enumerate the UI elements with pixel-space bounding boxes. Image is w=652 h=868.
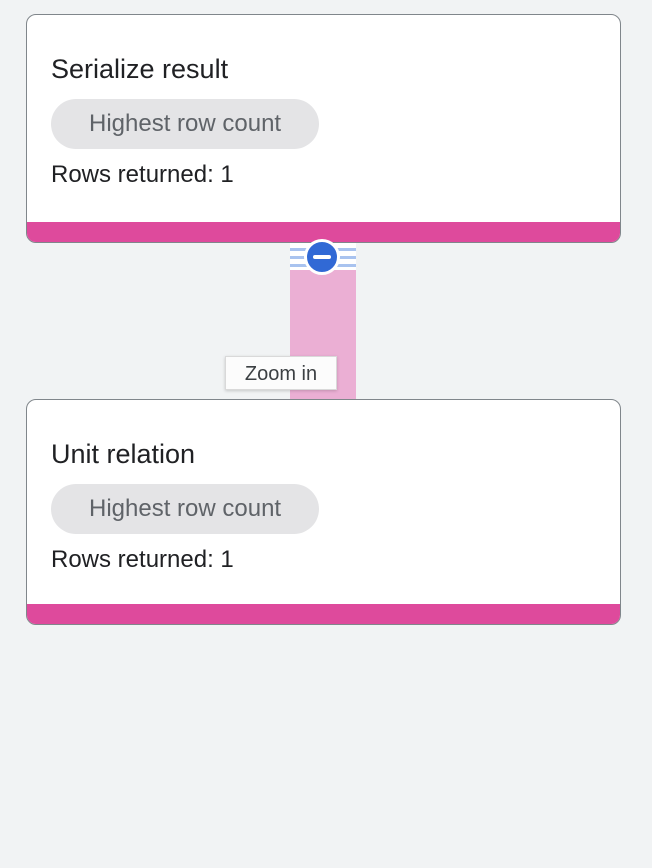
plan-node-unit-relation[interactable]: Unit relation Highest row count Rows ret… — [26, 399, 621, 625]
collapse-node-button[interactable] — [304, 239, 340, 275]
plan-node-content: Serialize result Highest row count Rows … — [27, 15, 620, 189]
accent-bar — [27, 604, 620, 624]
plan-node-content: Unit relation Highest row count Rows ret… — [27, 400, 620, 574]
rows-returned-label: Rows returned: 1 — [51, 546, 234, 573]
node-title: Serialize result — [51, 54, 229, 84]
node-title: Unit relation — [51, 439, 196, 469]
highest-row-count-badge: Highest row count — [51, 99, 320, 149]
zoom-in-tooltip: Zoom in — [225, 356, 337, 390]
plan-node-serialize-result[interactable]: Serialize result Highest row count Rows … — [26, 14, 621, 243]
highest-row-count-badge: Highest row count — [51, 484, 320, 534]
accent-bar — [27, 222, 620, 242]
minus-icon — [313, 255, 331, 259]
rows-returned-label: Rows returned: 1 — [51, 161, 234, 188]
